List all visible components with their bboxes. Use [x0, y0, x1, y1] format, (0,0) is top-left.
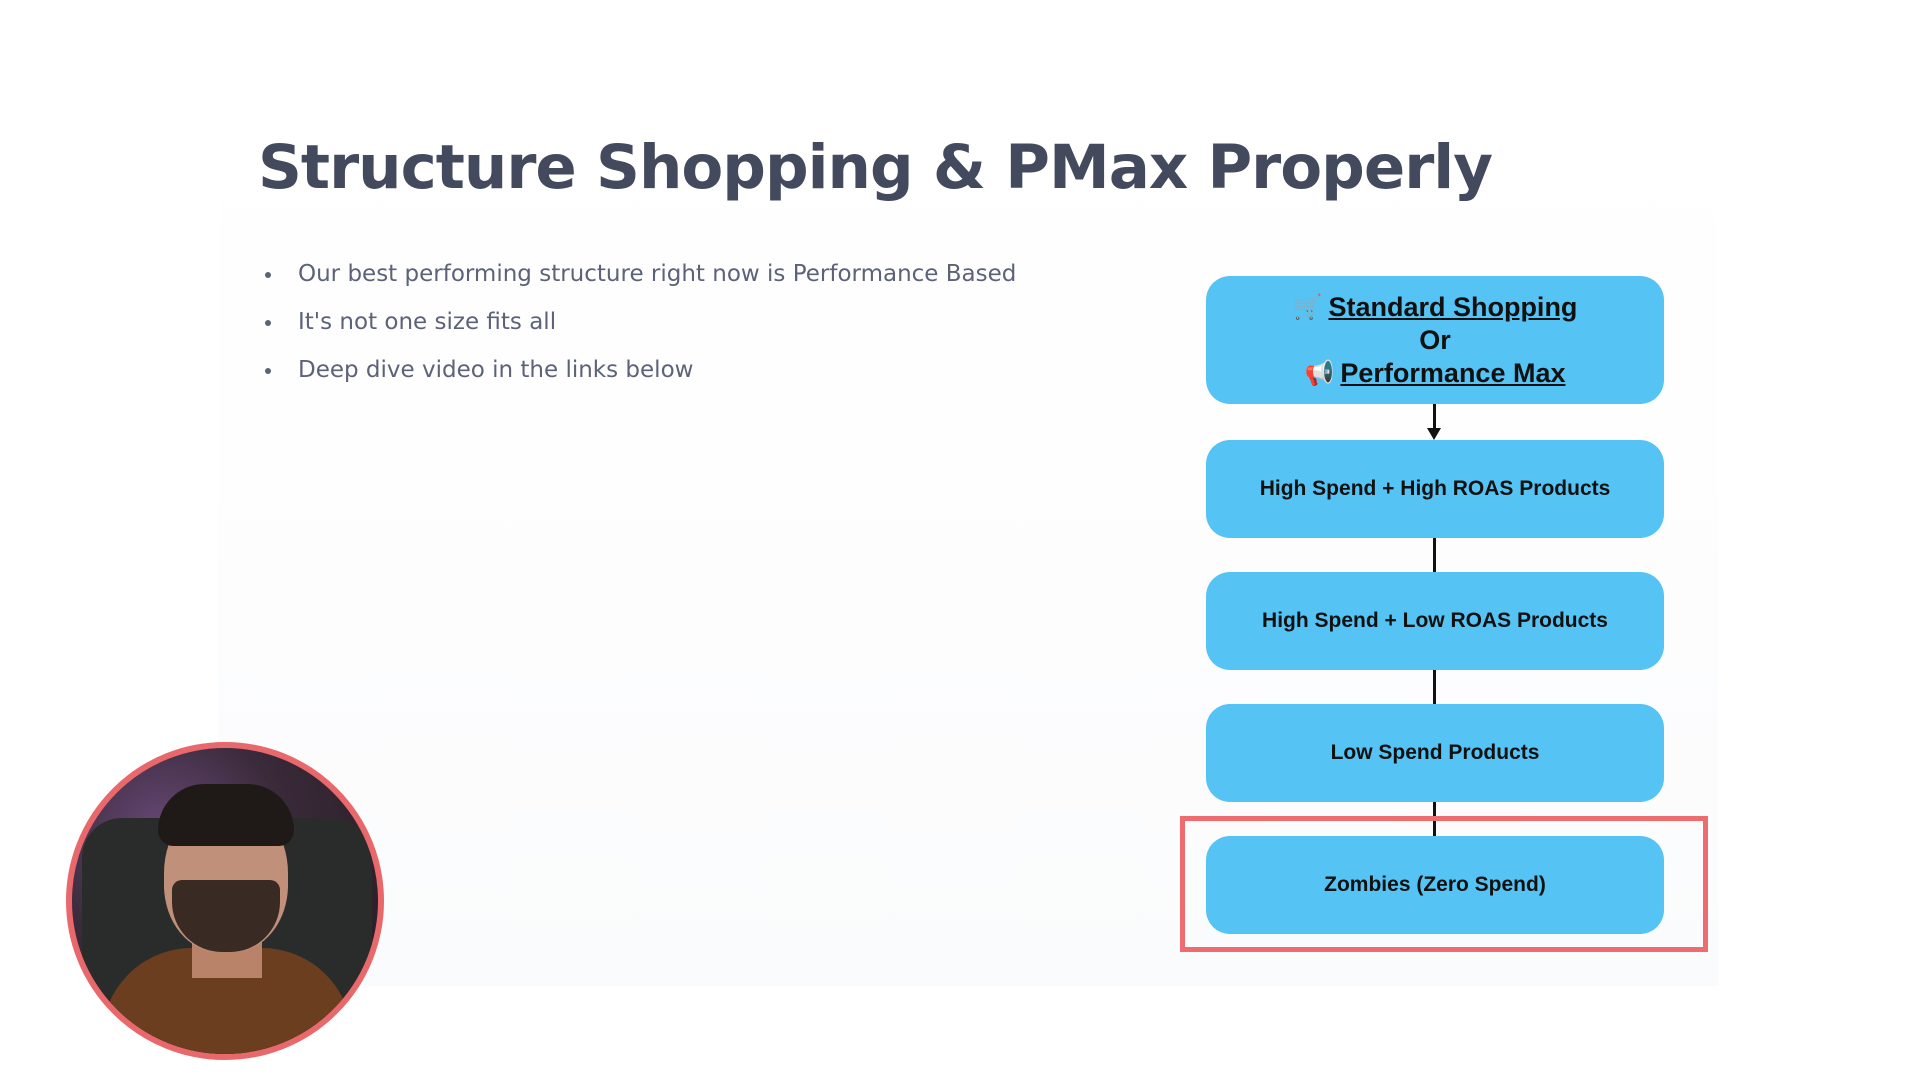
node-row-standard-shopping: 🛒 Standard Shopping	[1293, 291, 1578, 324]
bullet-list: Our best performing structure right now …	[258, 256, 1016, 400]
node-label: Low Spend Products	[1330, 741, 1540, 764]
connector-line	[1433, 538, 1436, 572]
node-high-spend-high-roas: High Spend + High ROAS Products	[1206, 440, 1664, 538]
or-label: Or	[1419, 324, 1451, 355]
node-campaign-type: 🛒 Standard Shopping Or 📢 Performance Max	[1206, 276, 1664, 404]
webcam-beard	[172, 880, 280, 952]
node-row-performance-max: 📢 Performance Max	[1305, 357, 1566, 390]
shopping-cart-icon: 🛒	[1292, 292, 1323, 321]
node-label: Zombies (Zero Spend)	[1324, 873, 1546, 896]
node-row-or: Or	[1419, 324, 1451, 357]
arrow-down-icon	[1427, 428, 1441, 440]
megaphone-icon: 📢	[1304, 358, 1335, 387]
node-label: High Spend + High ROAS Products	[1259, 477, 1611, 500]
webcam-hair	[158, 784, 294, 846]
node-zombies: Zombies (Zero Spend)	[1206, 836, 1664, 934]
performance-max-label: Performance Max	[1340, 357, 1566, 388]
node-high-spend-low-roas: High Spend + Low ROAS Products	[1206, 572, 1664, 670]
standard-shopping-label: Standard Shopping	[1328, 291, 1578, 322]
node-low-spend: Low Spend Products	[1206, 704, 1664, 802]
bullet-item: Our best performing structure right now …	[258, 256, 1016, 304]
node-label: High Spend + Low ROAS Products	[1262, 609, 1608, 632]
highlight-box	[1180, 816, 1708, 952]
slide-title: Structure Shopping & PMax Properly	[258, 132, 1493, 203]
bullet-item: Deep dive video in the links below	[258, 352, 1016, 400]
connector-line	[1433, 404, 1436, 432]
bullet-item: It's not one size fits all	[258, 304, 1016, 352]
connector-line	[1433, 670, 1436, 704]
flow-diagram: 🛒 Standard Shopping Or 📢 Performance Max…	[1200, 270, 1700, 970]
presenter-webcam	[66, 742, 384, 1060]
